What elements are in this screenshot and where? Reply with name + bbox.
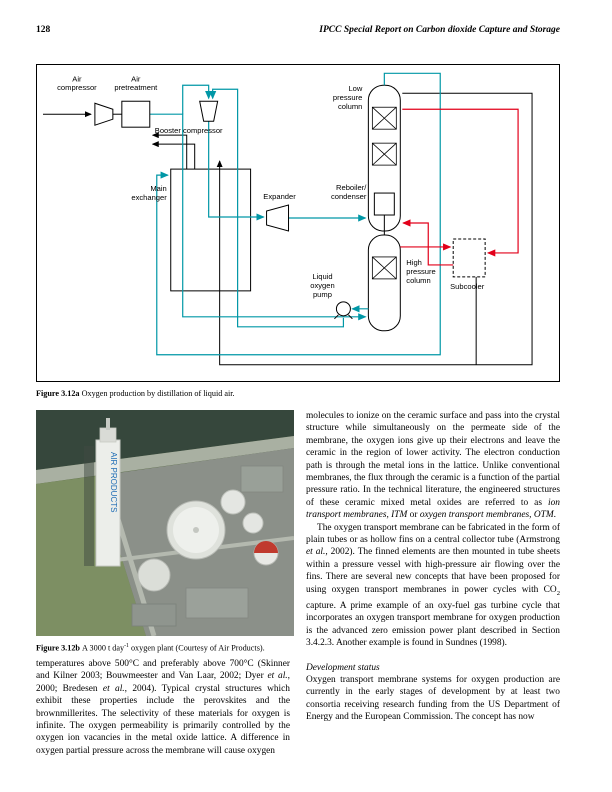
section-heading: Development status — [306, 662, 380, 673]
storage-sphere — [253, 540, 279, 566]
high-pressure-column-label: column — [406, 276, 430, 285]
liquid-oxygen-pump-label: oxygen — [310, 281, 334, 290]
figure-3-12b-caption: Figure 3.12b A 3000 t day-1 oxygen plant… — [36, 643, 265, 653]
low-pressure-column-label: column — [338, 102, 362, 111]
black-streams — [42, 92, 533, 366]
storage-tank-large — [166, 500, 226, 560]
liquid-oxygen-pump-label: pump — [313, 290, 332, 299]
running-title: IPCC Special Report on Carbon dioxide Ca… — [319, 25, 560, 35]
air-compressor-label: Air — [72, 74, 82, 83]
storage-tank — [137, 558, 171, 592]
high-pressure-column-vessel — [367, 234, 401, 332]
red-streams — [400, 108, 519, 266]
paragraph: molecules to ionize on the ceramic surfa… — [306, 411, 560, 521]
storage-tank — [242, 512, 264, 534]
low-pressure-column-label: pressure — [333, 93, 362, 102]
reboiler-condenser-label: condenser — [331, 192, 367, 201]
reboiler-condenser-unit — [373, 192, 395, 216]
storage-tank — [220, 489, 246, 515]
right-column-text: molecules to ionize on the ceramic surfa… — [306, 410, 560, 724]
expander-symbol — [266, 204, 290, 232]
liquid-oxygen-pump-label: Liquid — [312, 272, 332, 281]
expander-label: Expander — [263, 192, 296, 201]
paragraph: The oxygen transport membrane can be fab… — [306, 522, 560, 649]
subcooler-unit — [452, 238, 486, 278]
column-packing-sections — [371, 106, 397, 280]
building — [185, 587, 249, 619]
page-header: 128 IPCC Special Report on Carbon dioxid… — [36, 25, 560, 35]
figure-3-12b-photo: AIR PRODUCTS — [36, 410, 294, 636]
main-exchanger-label: Main — [150, 184, 166, 193]
tower-lettering: AIR PRODUCTS — [109, 452, 118, 512]
air-separation-flow-diagram: Air compressor Air pretreatment Booster … — [42, 72, 533, 366]
teal-streams — [149, 72, 441, 356]
high-pressure-column-label: High — [406, 258, 422, 267]
building — [240, 465, 284, 493]
diagram-labels: Air compressor Air pretreatment Booster … — [57, 74, 485, 299]
subcooler-label: Subcooler — [450, 282, 485, 291]
main-exchanger-label: exchanger — [131, 193, 167, 202]
paragraph: Oxygen transport membrane systems for ox… — [306, 675, 560, 723]
figure-3-12a-caption: Figure 3.12a Oxygen production by distil… — [36, 389, 235, 398]
booster-compressor-label: Booster compressor — [155, 126, 223, 135]
page-number: 128 — [36, 25, 51, 35]
liquid-oxygen-pump-symbol — [334, 301, 353, 320]
cold-box-tower: AIR PRODUCTS — [95, 418, 121, 567]
air-pretreatment-label: pretreatment — [114, 83, 158, 92]
left-column-text: temperatures above 500°C and preferably … — [36, 658, 290, 757]
air-pretreatment-unit — [121, 100, 151, 128]
figure-3-12a-diagram: Air compressor Air pretreatment Booster … — [36, 64, 560, 382]
low-pressure-column-label: Low — [348, 84, 362, 93]
air-compressor-symbol — [94, 102, 114, 126]
booster-compressor-symbol — [199, 100, 219, 122]
air-pretreatment-label: Air — [131, 74, 141, 83]
paragraph: temperatures above 500°C and preferably … — [36, 659, 290, 756]
air-compressor-label: compressor — [57, 83, 97, 92]
plant-photo-illustration: AIR PRODUCTS — [36, 410, 294, 636]
high-pressure-column-label: pressure — [406, 267, 435, 276]
reboiler-condenser-label: Reboiler/ — [336, 183, 367, 192]
building — [131, 603, 177, 627]
